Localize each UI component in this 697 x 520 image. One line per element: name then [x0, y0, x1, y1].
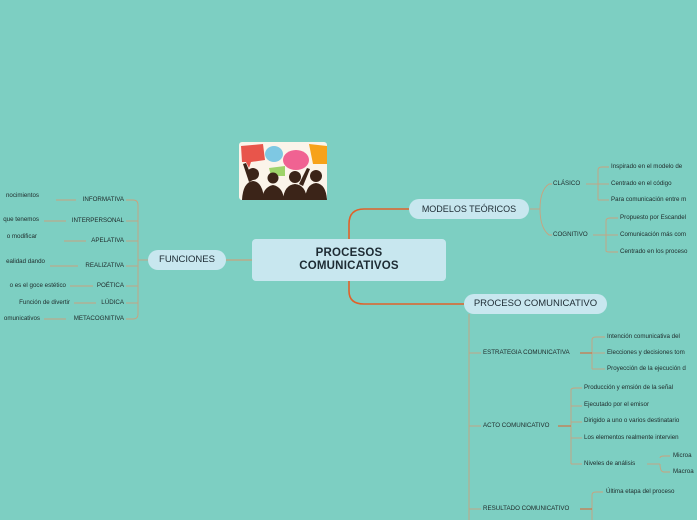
- topic-funciones[interactable]: FUNCIONES: [148, 250, 226, 270]
- leaf-estrategia-3[interactable]: Proyección de la ejecución d: [607, 365, 686, 372]
- subtopic-metacognitiva[interactable]: METACOGNITIVA: [73, 315, 124, 322]
- subtopic-resultado-comunicativo[interactable]: RESULTADO COMUNICATIVO: [483, 505, 570, 512]
- leaf-cognitivo-3[interactable]: Centrado en los proceso: [620, 248, 688, 255]
- subtopic-estrategia-comunicativa[interactable]: ESTRATEGIA COMUNICATIVA: [483, 349, 570, 356]
- leaf-niveles-2[interactable]: Macroa: [673, 468, 694, 475]
- leaf-cognitivo-1[interactable]: Propuesto por Escandel: [620, 214, 687, 221]
- subtopic-cognitivo[interactable]: COGNITIVO: [553, 231, 588, 238]
- detail-realizativa[interactable]: ealidad dando: [6, 258, 45, 265]
- leaf-niveles-1[interactable]: Microa: [673, 452, 692, 459]
- leaf-clasico-2[interactable]: Centrado en el código: [611, 180, 672, 187]
- leaf-acto-1[interactable]: Producción y emsión de la señal: [584, 384, 674, 391]
- detail-interpersonal[interactable]: que tenemos: [3, 216, 39, 223]
- detail-informativa[interactable]: nocimientos: [5, 192, 39, 199]
- leaf-clasico-3[interactable]: Para comunicación entre m: [611, 196, 687, 203]
- leaf-estrategia-1[interactable]: Intención comunicativa del: [607, 333, 680, 340]
- central-topic-line1: PROCESOS: [315, 247, 383, 259]
- leaf-acto-4[interactable]: Los elementos realmente intervien: [584, 434, 679, 441]
- subtopic-apelativa[interactable]: APELATIVA: [91, 237, 124, 244]
- detail-poetica[interactable]: o es el goce estético: [9, 282, 66, 289]
- people-with-speech-bubbles-icon: [239, 142, 327, 200]
- leaf-acto-2[interactable]: Ejecutado por el emisor: [584, 401, 650, 408]
- detail-ludica[interactable]: Función de divertir: [19, 299, 70, 306]
- topic-modelos-teoricos[interactable]: MODELOS TEÓRICOS: [409, 199, 529, 219]
- topic-proceso-comunicativo[interactable]: PROCESO COMUNICATIVO: [464, 294, 607, 314]
- subtopic-informativa[interactable]: INFORMATIVA: [82, 196, 124, 203]
- subtopic-ludica[interactable]: LÚDICA: [101, 299, 124, 306]
- leaf-acto-3[interactable]: Dirigido a uno o varios destinatario: [584, 417, 680, 424]
- subtopic-acto-comunicativo[interactable]: ACTO COMUNICATIVO: [483, 422, 550, 429]
- subtopic-niveles-de-analisis[interactable]: Niveles de análisis: [584, 460, 636, 467]
- leaf-resultado-1[interactable]: Última etapa del proceso: [606, 488, 675, 495]
- leaf-cognitivo-2[interactable]: Comunicación más com: [620, 231, 687, 238]
- detail-apelativa[interactable]: o modificar: [6, 233, 37, 240]
- detail-metacognitiva[interactable]: omunicativos: [3, 315, 40, 322]
- subtopic-poetica[interactable]: POÉTICA: [96, 282, 124, 289]
- subtopic-realizativa[interactable]: REALIZATIVA: [85, 262, 124, 269]
- central-topic[interactable]: PROCESOS COMUNICATIVOS: [252, 239, 446, 281]
- central-topic-line2: COMUNICATIVOS: [299, 260, 399, 272]
- subtopic-clasico[interactable]: CLÁSICO: [553, 180, 581, 187]
- leaf-clasico-1[interactable]: Inspirado en el modelo de: [611, 163, 683, 170]
- leaf-estrategia-2[interactable]: Elecciones y decisiones tom: [607, 349, 685, 356]
- subtopic-interpersonal[interactable]: INTERPERSONAL: [71, 217, 124, 224]
